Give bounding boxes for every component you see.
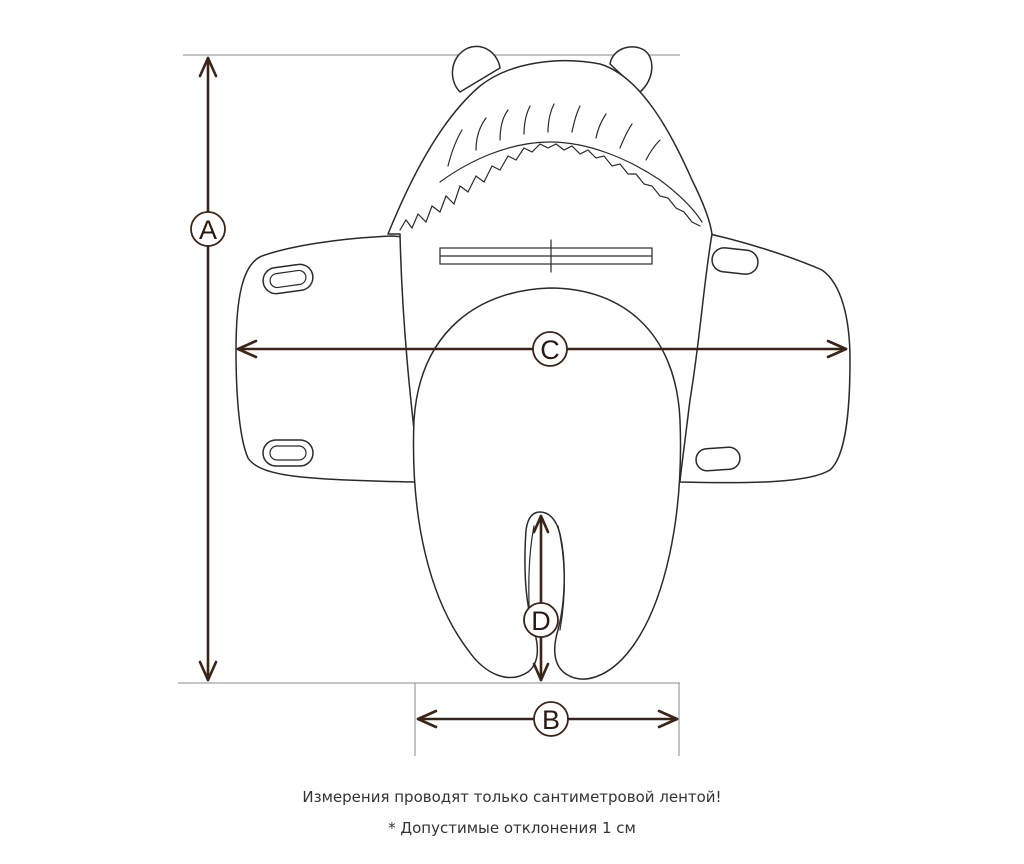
arrow-a — [198, 56, 218, 682]
marker-d: D — [523, 602, 559, 638]
guide-lines — [178, 54, 680, 756]
hood-ruffle-edge — [439, 141, 703, 223]
measurement-note: Измерения проводят только сантиметровой … — [302, 788, 722, 806]
arrow-d — [532, 514, 550, 682]
marker-a: A — [190, 211, 226, 247]
handle-slot-bottom-left — [262, 439, 314, 467]
handle-slot-top-right — [711, 247, 759, 275]
marker-b-label: B — [542, 705, 560, 735]
marker-d-label: D — [531, 606, 551, 636]
handle-slot-bottom-right — [695, 446, 741, 472]
left-wing — [235, 235, 419, 483]
marker-c: C — [532, 331, 568, 367]
tolerance-note: * Допустимые отклонения 1 см — [388, 819, 636, 837]
marker-b: B — [533, 701, 569, 737]
marker-c-label: C — [540, 335, 560, 365]
hood-ruffle — [399, 143, 701, 231]
leg-panel — [412, 287, 682, 680]
chest-zipper — [439, 239, 653, 273]
right-wing — [679, 231, 851, 484]
marker-a-label: A — [199, 215, 217, 245]
handle-slots — [262, 247, 759, 472]
left-ear — [451, 45, 501, 93]
hood-ruffle-upper — [447, 103, 661, 167]
right-ear — [609, 46, 653, 93]
handle-slot-top-left — [262, 263, 314, 295]
